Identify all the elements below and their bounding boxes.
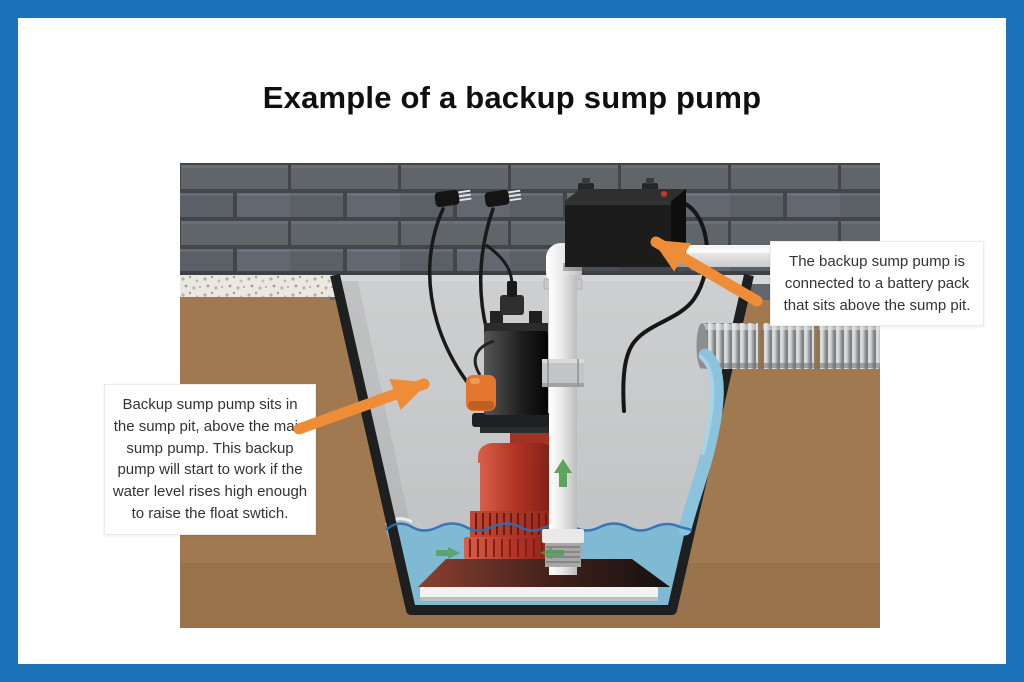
water-surface-line bbox=[385, 522, 693, 532]
water-stream bbox=[678, 348, 724, 536]
gravel-footing bbox=[180, 275, 338, 297]
corrugated-drain-pipe bbox=[696, 323, 880, 369]
callout-battery-pack-text: The backup sump pump is connected to a b… bbox=[783, 253, 971, 314]
callout-backup-pump: Backup sump pump sits in the sump pit, a… bbox=[104, 384, 316, 535]
power-plugs bbox=[434, 189, 522, 208]
battery-pack bbox=[563, 178, 691, 271]
flow-arrows bbox=[436, 459, 572, 559]
backup-sump-pump bbox=[466, 243, 572, 433]
page-title: Example of a backup sump pump bbox=[262, 80, 762, 115]
pump-base bbox=[418, 559, 670, 601]
page: Example of a backup sump pump bbox=[18, 18, 1006, 664]
callout-battery-pack: The backup sump pump is connected to a b… bbox=[770, 241, 984, 327]
float-switch bbox=[466, 375, 496, 411]
callout-backup-pump-text: Backup sump pump sits in the sump pit, a… bbox=[112, 396, 308, 522]
pipe-coupling bbox=[542, 359, 584, 387]
check-valve bbox=[542, 529, 584, 567]
